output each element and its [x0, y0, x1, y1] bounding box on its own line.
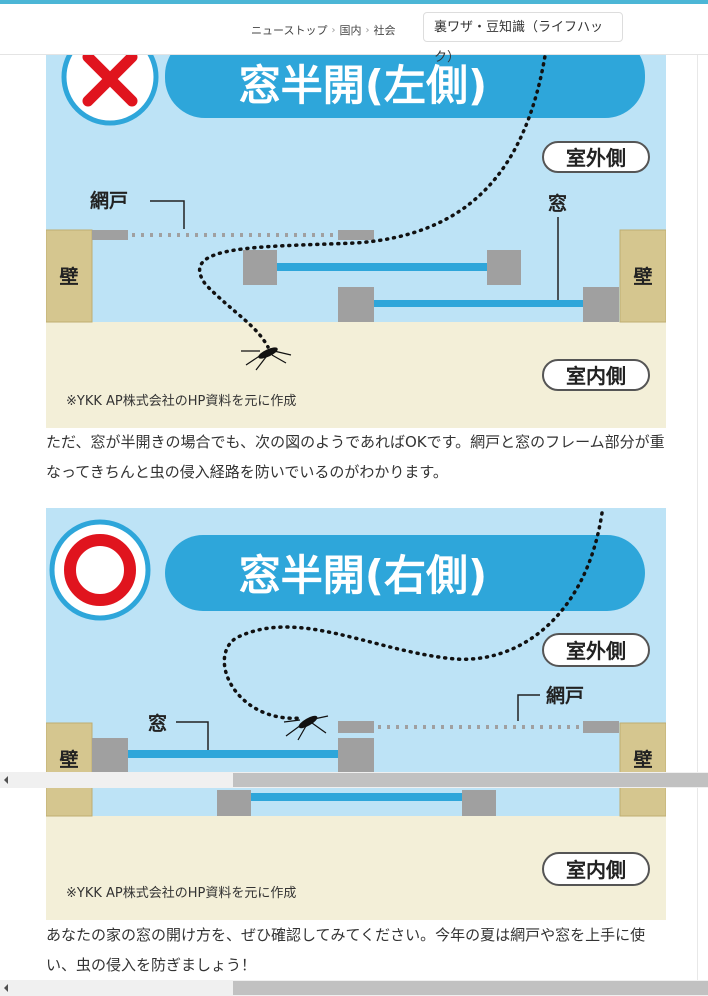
- mosquito-icon: [283, 715, 329, 741]
- paragraph-2: あなたの家の窓の開け方を、ぜひ確認してみてください。今年の夏は網戸や窓を上手に使…: [46, 926, 646, 974]
- scrollbar-thumb[interactable]: [233, 981, 708, 995]
- wall-label: 壁: [59, 265, 78, 288]
- figure-window-right-open: 窓半開(右側) 室外側 網戸 窓 壁 壁 室内側 ※YKK AP株式会社のHP資…: [46, 508, 666, 920]
- header: ニューストップ › 国内 › 社会 裏ワザ・豆知識（ライフハック）: [0, 4, 708, 65]
- figure-title: 窓半開(左側): [239, 61, 487, 110]
- figure-window-left-open: 窓半開(左側) 室外側 網戸 窓 壁 壁 室内側 ※YKK AP株式会社のHP資…: [46, 55, 666, 428]
- breadcrumb: ニューストップ › 国内 › 社会: [251, 22, 395, 38]
- horizontal-scrollbar-bottom[interactable]: [0, 980, 708, 996]
- inside-label: 室内側: [566, 858, 626, 882]
- inside-label: 室内側: [566, 364, 626, 388]
- wall-label: 壁: [633, 265, 652, 288]
- screen-label: 網戸: [90, 189, 128, 212]
- wall-label: 壁: [633, 748, 652, 771]
- breadcrumb-separator: ›: [365, 24, 370, 36]
- figure-title: 窓半開(右側): [239, 551, 487, 600]
- breadcrumb-news-top[interactable]: ニューストップ: [251, 24, 328, 37]
- scrollbar-thumb[interactable]: [233, 773, 708, 787]
- outside-label: 室外側: [566, 146, 626, 170]
- breadcrumb-separator: ›: [331, 24, 336, 36]
- breadcrumb-domestic[interactable]: 国内: [339, 24, 362, 37]
- screen-label: 網戸: [546, 684, 584, 707]
- title-pill: [165, 55, 645, 118]
- scroll-left-arrow-icon[interactable]: [4, 984, 8, 992]
- category-tag[interactable]: 裏ワザ・豆知識（ライフハック）: [423, 12, 623, 65]
- title-pill: [165, 535, 645, 611]
- breadcrumb-society[interactable]: 社会: [373, 24, 396, 37]
- source-note: ※YKK AP株式会社のHP資料を元に作成: [66, 885, 296, 901]
- window-label: 窓: [148, 712, 167, 735]
- scroll-left-arrow-icon[interactable]: [4, 776, 8, 784]
- content-border: [697, 55, 698, 996]
- outside-label: 室外側: [566, 639, 626, 663]
- paragraph-1: ただ、窓が半開きの場合でも、次の図のようであればOKです。網戸と窓のフレーム部分…: [46, 433, 665, 481]
- source-note: ※YKK AP株式会社のHP資料を元に作成: [66, 393, 296, 409]
- top-accent-bar: [0, 0, 708, 4]
- ok-mark-icon: [49, 519, 151, 621]
- ng-mark-icon: [61, 55, 159, 126]
- horizontal-scrollbar[interactable]: [0, 772, 708, 788]
- wall-label: 壁: [59, 748, 78, 771]
- window-label: 窓: [548, 192, 567, 215]
- mosquito-icon: [241, 347, 292, 371]
